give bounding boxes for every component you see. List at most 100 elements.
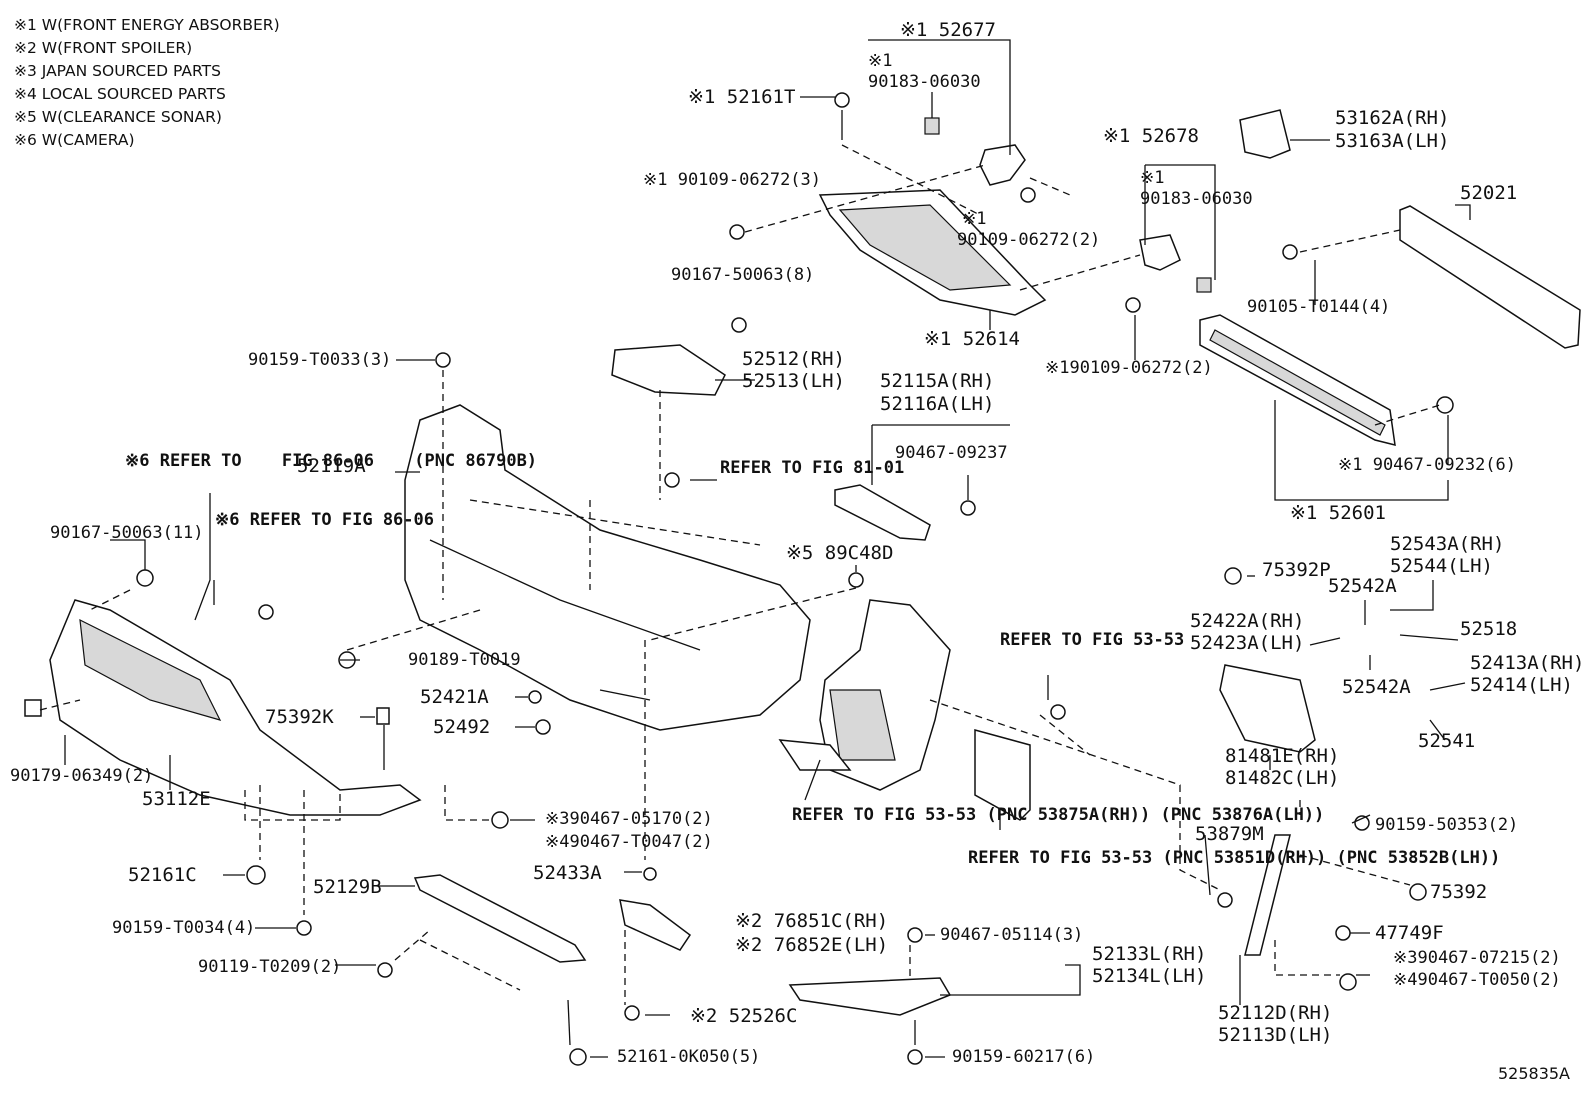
clip-52161-0K050 <box>569 1048 587 1066</box>
refer-pnc: (PNC 53851D(RH)) <box>1162 848 1327 868</box>
clip-90467-05114 <box>907 927 923 943</box>
clip-75392K <box>376 707 390 725</box>
part-label-75392: 75392 <box>1430 881 1488 903</box>
screw-47749F <box>1335 925 1351 941</box>
refer-pnc: (PNC 53875A(RH)) <box>986 805 1151 825</box>
bracket-52677-part <box>979 144 1026 186</box>
legend-item: ※5 W(CLEARANCE SONAR) <box>14 108 222 126</box>
refer-fig-81-01: REFER TO FIG 81-01 <box>720 458 904 478</box>
part-label-52129B: 52129B <box>313 876 382 898</box>
part-label-52512: 52512(RH) <box>742 348 845 370</box>
part-label-90167-8: 90167-50063(8) <box>671 265 815 285</box>
part-label-52021: 52021 <box>1460 182 1518 204</box>
part-label-90189: 90189-T0019 <box>408 650 521 670</box>
part-label-53112E: 53112E <box>142 788 211 810</box>
reinforcement-52021-part <box>1399 205 1581 349</box>
bolt-90159-3 <box>435 352 451 368</box>
refer-pnc: (PNC 86790B) <box>414 451 538 471</box>
part-label-52526C: ※2 52526C <box>690 1005 798 1027</box>
clip-75392 <box>1409 883 1427 901</box>
pin-52492 <box>535 719 551 735</box>
part-label-47749F: 47749F <box>1375 922 1444 944</box>
part-label-52492: 52492 <box>433 716 491 738</box>
part-label-53162A: 53162A(RH) <box>1335 107 1450 129</box>
seal-52112D-part <box>1244 834 1291 956</box>
clip-75392P <box>1224 567 1242 585</box>
part-label-52542A-a: 52542A <box>1328 575 1397 597</box>
refer-figure: FIG 86-06 <box>341 510 434 530</box>
part-label-53879M: 53879M <box>1195 823 1264 845</box>
part-label-52678: ※1 52678 <box>1103 125 1199 147</box>
bolt-90119 <box>377 962 393 978</box>
part-label-89C48D: ※5 89C48D <box>786 542 894 564</box>
part-label-81482C: 81482C(LH) <box>1225 767 1340 789</box>
refer-text: REFER TO <box>1000 630 1082 650</box>
bolt-90105 <box>1282 244 1298 260</box>
part-label-90467-05170: ※390467-05170(2) <box>545 809 713 829</box>
part-label-52113D: 52113D(LH) <box>1218 1024 1333 1046</box>
legend-item: ※2 W(FRONT SPOILER) <box>14 39 193 57</box>
part-label-52433A: 52433A <box>533 862 602 884</box>
pad-52421A <box>528 690 542 704</box>
bracket-52678-part <box>1139 234 1181 271</box>
part-label-90467-05114: 90467-05114(3) <box>940 925 1084 945</box>
part-label-90467-09237: 90467-09237 <box>895 443 1008 463</box>
refer-text: REFER TO <box>249 510 332 530</box>
part-label-52542A-b: 52542A <box>1342 676 1411 698</box>
part-label-90467-T0047: ※490467-T0047(2) <box>545 832 713 852</box>
part-label-52413A: 52413A(RH) <box>1470 652 1585 674</box>
bumper-cover-52119A-part <box>404 404 811 731</box>
refer-figure: FIG 53-53 <box>1060 848 1153 868</box>
part-label-90179: 90179-06349(2) <box>10 766 154 786</box>
nut-90183-a <box>924 117 940 135</box>
screw-90467-09237 <box>960 500 976 516</box>
bolt-fig53a <box>1050 704 1066 720</box>
part-label-52518: 52518 <box>1460 618 1518 640</box>
part-label-52543A: 52543A(RH) <box>1390 533 1505 555</box>
refer-figure: FIG 53-53 <box>1092 630 1185 650</box>
part-label-52414: 52414(LH) <box>1470 674 1573 696</box>
pad-52433A <box>643 867 657 881</box>
part-note-90109-2a: ※1 <box>962 209 987 229</box>
part-label-52115A: 52115A(RH) <box>880 370 995 392</box>
part-label-52134L: 52134L(LH) <box>1092 965 1207 987</box>
part-label-75392P: 75392P <box>1262 559 1331 581</box>
legend: ※1 W(FRONT ENERGY ABSORBER) ※2 W(FRONT S… <box>14 14 280 152</box>
part-label-90183-b: 90183-06030 <box>1140 189 1253 209</box>
part-label-90467-6: ※1 90467-09232(6) <box>1338 455 1517 475</box>
refer-fig-86-06-a: ※6 REFER TO FIG 86-06 (PNC 86790B) <box>125 451 537 471</box>
part-label-52601: ※1 52601 <box>1290 502 1386 524</box>
part-label-53163A: 53163A(LH) <box>1335 130 1450 152</box>
part-label-52513: 52513(LH) <box>742 370 845 392</box>
refer-figure: FIG 86-06 <box>281 451 374 471</box>
refer-pnc: (PNC 53852B(LH)) <box>1336 848 1501 868</box>
legend-item: ※3 JAPAN SOURCED PARTS <box>14 62 221 80</box>
refer-note: ※6 <box>215 510 240 530</box>
spoiler-76851C-part <box>619 899 692 951</box>
part-label-76852E: ※2 76852E(LH) <box>735 934 889 956</box>
part-label-52116A: 52116A(LH) <box>880 393 995 415</box>
part-label-90159-50353: 90159-50353(2) <box>1375 815 1519 835</box>
bracket-53162A-part <box>1239 109 1291 159</box>
part-label-90109-3: ※1 90109-06272(3) <box>643 170 822 190</box>
bolt-90159-T0034 <box>296 920 312 936</box>
refer-text: REFER TO <box>720 458 802 478</box>
part-label-52161T: ※1 52161T <box>688 86 796 108</box>
clip-52526C <box>624 1005 640 1021</box>
part-label-52544: 52544(LH) <box>1390 555 1493 577</box>
part-label-52677: ※1 52677 <box>900 19 996 41</box>
part-label-90159-T0034: 90159-T0034(4) <box>112 918 256 938</box>
part-label-52614: ※1 52614 <box>924 328 1020 350</box>
bolt-90109-3 <box>729 224 745 240</box>
bolt-90109-2b <box>1125 297 1141 313</box>
clip-52161C <box>246 865 266 885</box>
part-label-52119A: 52119A <box>297 455 366 477</box>
bracket-52115A-part <box>834 484 931 541</box>
part-label-52112D: 52112D(RH) <box>1218 1002 1333 1024</box>
part-label-52161-0K050: 52161-0K050(5) <box>617 1047 761 1067</box>
refer-text: REFER TO <box>792 805 874 825</box>
part-note-90183-b: ※1 <box>1140 168 1165 188</box>
clip-90179 <box>24 699 42 717</box>
